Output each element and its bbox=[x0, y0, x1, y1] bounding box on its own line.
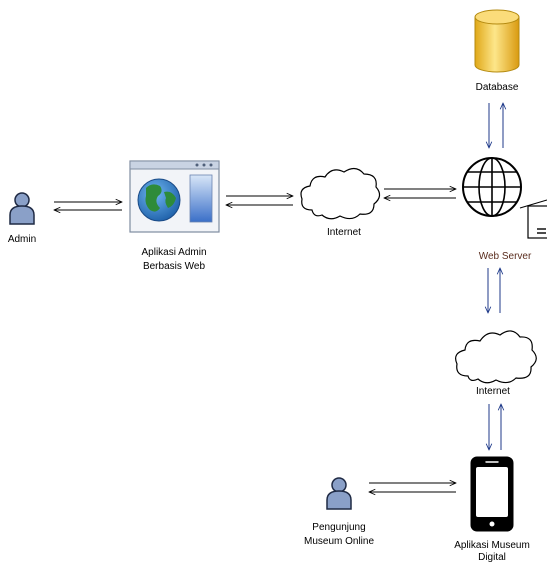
visitor-label-line2: Museum Online bbox=[303, 536, 375, 547]
database-label: Database bbox=[475, 82, 519, 93]
museum-app-label-line1: Aplikasi Museum bbox=[454, 540, 530, 551]
server-box-icon bbox=[519, 199, 547, 239]
admin-app-label-line2: Berbasis Web bbox=[142, 261, 206, 272]
admin-app-label-line1: Aplikasi Admin bbox=[141, 247, 207, 258]
browser-globe-icon bbox=[129, 160, 220, 233]
admin-person-icon bbox=[9, 192, 35, 225]
internet-right-label: Internet bbox=[476, 386, 510, 397]
visitor-person-icon bbox=[326, 477, 352, 510]
database-cylinder-icon bbox=[474, 9, 520, 73]
visitor-label-line1: Pengunjung bbox=[312, 522, 366, 533]
internet-top-cloud-icon bbox=[300, 167, 381, 220]
web-server-label: Web Server bbox=[478, 251, 532, 262]
internet-right-cloud-icon bbox=[455, 330, 537, 384]
smartphone-icon bbox=[470, 456, 514, 532]
admin-label: Admin bbox=[7, 234, 37, 245]
globe-server-icon bbox=[462, 157, 522, 217]
museum-app-label-line2: Digital bbox=[478, 552, 506, 562]
internet-top-label: Internet bbox=[327, 227, 361, 238]
